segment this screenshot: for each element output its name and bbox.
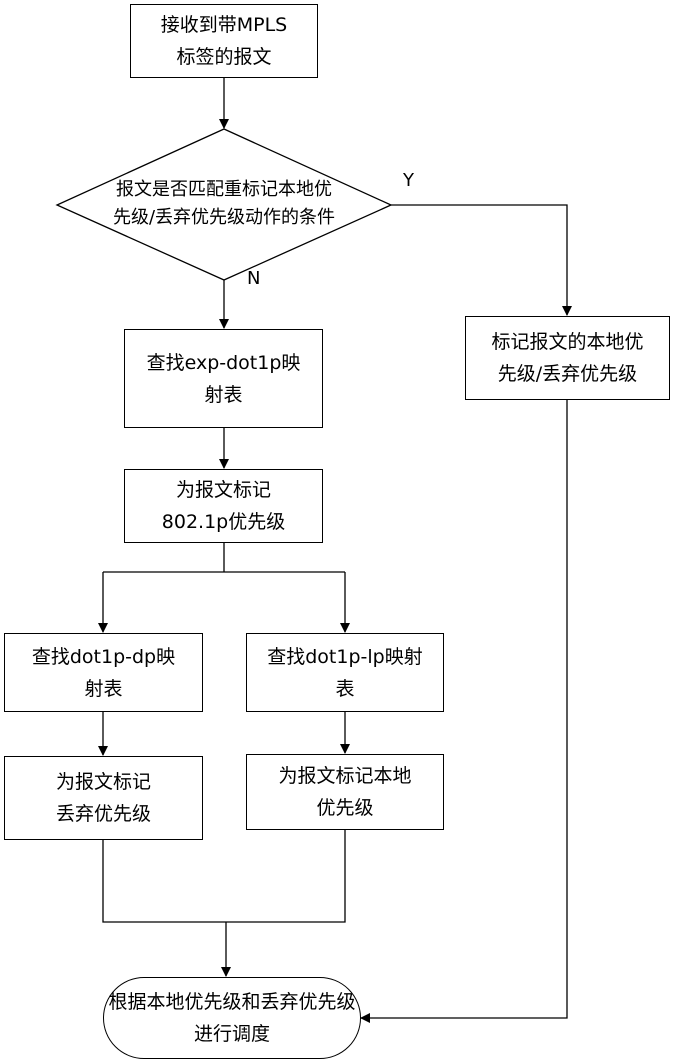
- mark-drop-line1: 为报文标记: [55, 771, 151, 793]
- arrow-right-branch-to-end: [360, 400, 568, 1023]
- mark-local-line2: 优先级: [316, 797, 374, 819]
- start-box: 接收到带MPLS 标签的报文: [130, 4, 318, 78]
- lookup-lp-box: 查找dot1p-lp映射表: [246, 633, 444, 712]
- mark-local-drop-line1: 标记报文的本地优: [491, 331, 644, 353]
- lookup-exp-line1: 查找exp-dot1p映: [146, 351, 301, 374]
- lookup-dp-line2: 射表: [84, 677, 123, 700]
- decision-line2: 先级/丢弃优先级动作的条件: [112, 207, 336, 228]
- decision-line1: 报文是否匹配重标记本地优: [116, 179, 332, 200]
- mark-drop-box: 为报文标记丢弃优先级: [4, 756, 203, 840]
- yes-label: Y: [403, 170, 414, 191]
- lookup-lp-line2: 表: [335, 677, 355, 700]
- arrow-decision-yes: [391, 204, 572, 316]
- mark-local-drop-line2: 先级/丢弃优先级: [497, 363, 638, 385]
- lookup-exp-box: 查找exp-dot1p映射表: [124, 329, 323, 428]
- mark-local-line1: 为报文标记本地: [278, 765, 412, 787]
- mark-drop-line2: 丢弃优先级: [55, 803, 151, 825]
- end-terminal: 根据本地优先级和丢弃优先级进行调度: [103, 977, 361, 1059]
- mark-local-drop-box: 标记报文的本地优先级/丢弃优先级: [465, 316, 670, 400]
- merge-line: [102, 830, 346, 923]
- lookup-lp-line1: 查找dot1p-lp映射: [267, 645, 423, 668]
- decision-text: 报文是否匹配重标记本地优 先级/丢弃优先级动作的条件: [80, 176, 368, 232]
- mark-8021p-line1: 为报文标记: [175, 479, 271, 501]
- lookup-dp-line1: 查找dot1p-dp映: [31, 645, 176, 668]
- mark-8021p-line2: 802.1p优先级: [161, 511, 286, 533]
- end-line1: 根据本地优先级和丢: [108, 991, 280, 1013]
- start-line2: 标签的报文: [176, 46, 272, 68]
- end-line2: 弃优先级进行调度: [193, 991, 356, 1045]
- mark-local-box: 为报文标记本地优先级: [246, 754, 444, 830]
- mark-8021p-box: 为报文标记 802.1p优先级: [124, 469, 323, 543]
- start-line1: 接收到带MPLS: [160, 14, 288, 36]
- no-label: N: [247, 268, 261, 289]
- lookup-dp-box: 查找dot1p-dp映射表: [4, 633, 203, 712]
- lookup-exp-line2: 射表: [204, 383, 243, 406]
